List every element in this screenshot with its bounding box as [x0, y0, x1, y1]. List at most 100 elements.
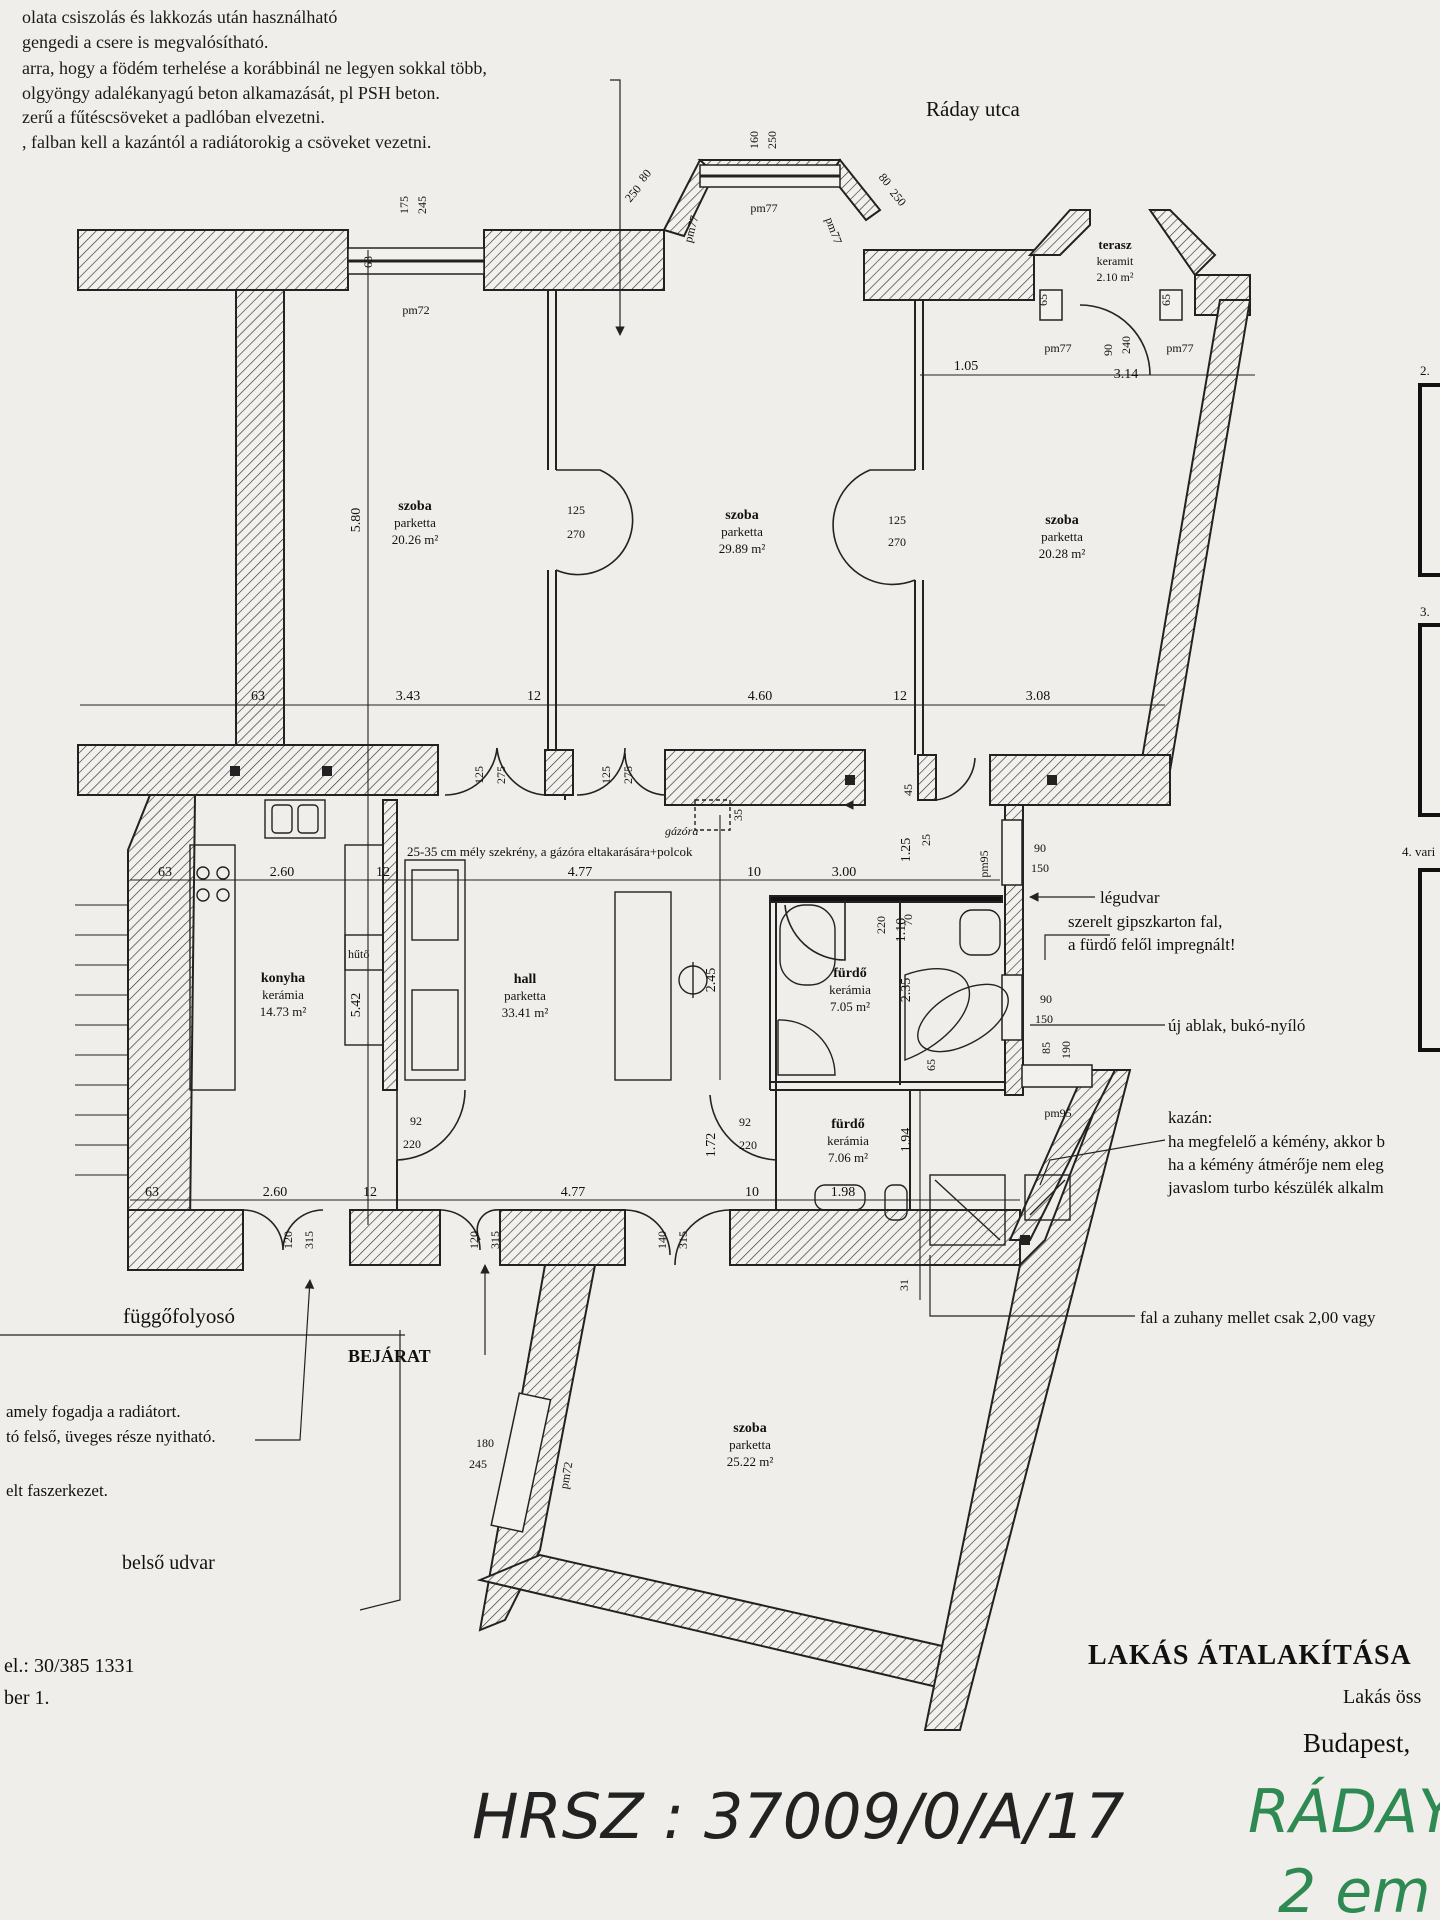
stove-burner-1: [196, 866, 210, 880]
dim-label: 2.60: [263, 1185, 288, 1200]
side-panel-labels: 2. 3. 4. vari: [1402, 363, 1436, 859]
opening-label: 315: [676, 1231, 690, 1249]
boiler-note-1: ha megfelelő a kémény, akkor b: [1168, 1132, 1385, 1151]
opening-label: pm95: [1044, 1106, 1071, 1120]
opening-label: 270: [567, 527, 585, 541]
window-lower-room: [490, 1392, 552, 1533]
room-name: terasz: [1098, 237, 1131, 252]
opening-label: 92: [739, 1115, 751, 1129]
door-hall-room1-b: [496, 747, 546, 796]
dim-label: 3.14: [1114, 367, 1139, 382]
note-line-1: olata csiszolás és lakkozás után használ…: [22, 7, 338, 27]
timber-note: elt faszerkezet.: [6, 1481, 108, 1500]
wardrobe-section-2: [411, 989, 459, 1071]
opening-label: pm95: [977, 850, 991, 877]
dim-label: 12: [893, 689, 907, 704]
room-floor: kerámia: [262, 987, 304, 1002]
dim-label: 10: [747, 865, 761, 880]
door-room2-room3: [832, 469, 916, 586]
street-name: Ráday utca: [926, 97, 1021, 121]
room-area: 2.10 m²: [1097, 270, 1134, 284]
dimension-labels: 63 3.43 12 4.60 12 3.08 63 2.60 12 4.77 …: [145, 359, 1138, 1200]
dim-label: 3.00: [832, 865, 857, 880]
opening-label: 35: [731, 809, 745, 821]
drawing-title: LAKÁS ÁTALAKÍTÁSA: [1088, 1640, 1412, 1671]
leader-courtyard: [359, 1330, 401, 1611]
opening-label: 270: [888, 535, 906, 549]
door-lower-room: [624, 1209, 731, 1266]
handwritten-floor: 2 em: [1278, 1857, 1431, 1920]
handwritten-hrsz: HRSZ : 37009/0/A/17: [472, 1780, 1124, 1853]
drywall-note-1: szerelt gipszkarton fal,: [1068, 912, 1222, 931]
opening-label: 45: [901, 784, 915, 796]
opening-label: pm72: [402, 303, 429, 317]
opening-label: 90: [1101, 344, 1115, 356]
room-szoba-1: szoba parketta 20.26 m²: [392, 499, 439, 547]
leader-zuhany: [929, 1255, 1135, 1317]
dim-label: 4.77: [568, 865, 593, 880]
dim-label: 5.42: [349, 993, 364, 1018]
opening-labels: 175 245 160 250 80 250 80 250 125 270 12…: [281, 131, 1194, 1490]
dim-label: 4.60: [748, 689, 773, 704]
note-line-6: , falban kell a kazántól a radiátorokig …: [22, 132, 432, 152]
vent-2: [322, 766, 332, 776]
opening-label: 160: [747, 131, 761, 149]
boiler: [1024, 1174, 1071, 1221]
room-furdo-2: fürdő kerámia 7.06 m²: [827, 1117, 869, 1165]
room-area: 14.73 m²: [260, 1004, 307, 1019]
stove-burner-2: [216, 866, 230, 880]
stove-burner-4: [216, 888, 230, 902]
arrow-radiator: [255, 1279, 315, 1441]
wall-bottom-4: [729, 1209, 1021, 1266]
leader-lines: [0, 79, 1166, 1611]
bath1-shower: [777, 1019, 836, 1076]
phone-label: el.: 30/385 1331: [4, 1655, 135, 1677]
room-floor: parketta: [1041, 529, 1083, 544]
opening-label: 120: [467, 1231, 481, 1249]
entrance-label: BEJÁRAT: [348, 1345, 431, 1366]
window-bath-2: [1001, 974, 1023, 1041]
boiler-diag: [1029, 1179, 1066, 1216]
door-bath2: [709, 1090, 777, 1161]
door-kitchen: [396, 1089, 466, 1161]
address-label: ber 1.: [4, 1687, 50, 1709]
room-area: 7.06 m²: [828, 1150, 868, 1165]
opening-label: 31: [897, 1279, 911, 1291]
wall-kitchen-left: [127, 794, 197, 1226]
opening-label: 220: [874, 916, 888, 934]
leader-kazan: [1039, 1139, 1166, 1186]
dim-label: 1.10: [894, 918, 909, 943]
window-bath-3: [1021, 1064, 1093, 1088]
boiler-note-2: ha a kémény átmérője nem eleg: [1168, 1155, 1384, 1174]
bath1-toilet: [959, 909, 1001, 956]
fixtures: [189, 799, 1071, 1246]
bath2-toilet: [884, 1184, 908, 1221]
boiler-note-3: javaslom turbo készülék alkalm: [1167, 1178, 1384, 1197]
note-line-2: gengedi a csere is megvalósítható.: [22, 32, 269, 52]
opening-label: 250: [765, 131, 779, 149]
dim-label: 1.94: [899, 1128, 914, 1153]
wall-mid-right: [989, 754, 1171, 806]
handwritten-raday: RÁDAY: [1248, 1776, 1440, 1847]
opening-label: 125: [888, 513, 906, 527]
opening-label: 140: [655, 1231, 669, 1249]
title-block: LAKÁS ÁTALAKÍTÁSA Lakás öss Budapest,: [1088, 1640, 1422, 1758]
opening-label: 250: [887, 186, 909, 209]
leader-gipszkarton: [1044, 934, 1110, 960]
drywall-note-2: a fürdő felől impregnált!: [1068, 935, 1236, 954]
door-room1-room2: [555, 469, 634, 576]
dimension-lines: [80, 250, 1255, 1300]
wall-bath-top: [769, 895, 1003, 903]
room-area: 25.22 m²: [727, 1454, 774, 1469]
bath1-sink: [779, 904, 836, 986]
side-panel: [1418, 383, 1440, 1052]
opening-label: 315: [302, 1231, 316, 1249]
door-entry-main: [439, 1209, 501, 1251]
door-terrace: [1079, 304, 1151, 376]
opening-label: 85: [1039, 1042, 1053, 1054]
wall-mid-left: [77, 744, 439, 796]
opening-label: 245: [415, 196, 429, 214]
side-label-2: 2.: [1420, 363, 1430, 378]
opening-label: 80: [876, 170, 894, 188]
